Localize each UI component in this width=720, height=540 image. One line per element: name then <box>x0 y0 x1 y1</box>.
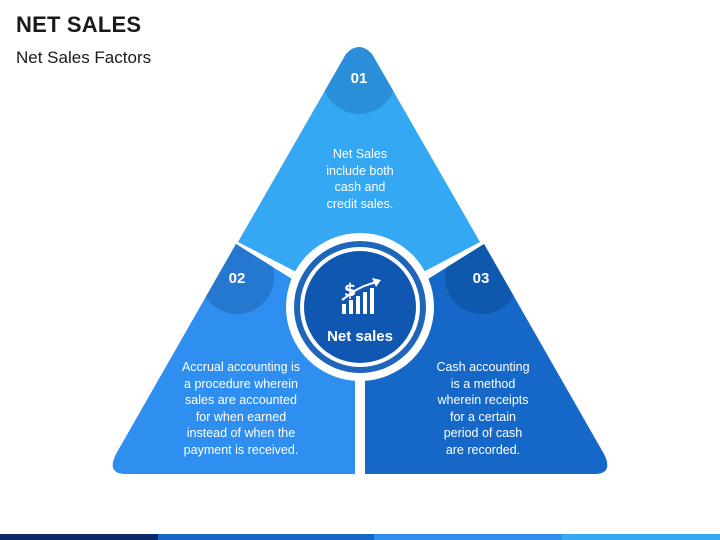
footer-bar-segment <box>561 534 720 540</box>
segment-03-line: is a method <box>450 376 516 391</box>
footer-bar-segment <box>374 534 562 540</box>
segment-01-line: Net Sales <box>332 147 388 161</box>
segment-03-line: for a certain <box>449 409 516 424</box>
footer-bar-segment <box>158 534 375 540</box>
segment-02-text: Accrual accounting is a procedure wherei… <box>166 359 316 458</box>
segment-02-line: sales are accounted <box>185 393 297 407</box>
segment-03-text: Cash accounting is a method wherein rece… <box>416 359 550 458</box>
segment-03-line: Cash accounting <box>436 360 530 374</box>
segment-02-line: instead of when the <box>186 426 296 440</box>
segment-03-line: period of cash <box>443 426 523 440</box>
page-subtitle: Net Sales Factors <box>16 48 152 67</box>
segment-01-number: 01 <box>350 70 368 87</box>
dollar-growth-chart-icon: $ <box>341 278 381 314</box>
page-title: NET SALES <box>16 12 142 37</box>
segment-02-line: payment is received. <box>183 442 299 457</box>
center-label: Net sales <box>327 328 393 345</box>
segment-01-line: cash and <box>334 180 386 194</box>
segment-02-number: 02 <box>228 270 246 287</box>
segment-03-line: wherein receipts <box>437 393 529 407</box>
footer-bar-segment <box>0 534 159 540</box>
segment-01-text: Net Sales include both cash and credit s… <box>300 146 420 212</box>
segment-02-line: for when earned <box>195 409 287 424</box>
segment-02-line: Accrual accounting is <box>181 360 301 374</box>
segment-03-line: are recorded. <box>445 442 521 457</box>
segment-top <box>238 47 480 278</box>
segment-01-line: include both <box>326 163 394 178</box>
segment-02-line: a procedure wherein <box>184 376 298 391</box>
footer-color-bar <box>0 534 720 540</box>
segment-03-number: 03 <box>472 270 490 287</box>
segment-01-line: credit sales. <box>326 196 394 211</box>
